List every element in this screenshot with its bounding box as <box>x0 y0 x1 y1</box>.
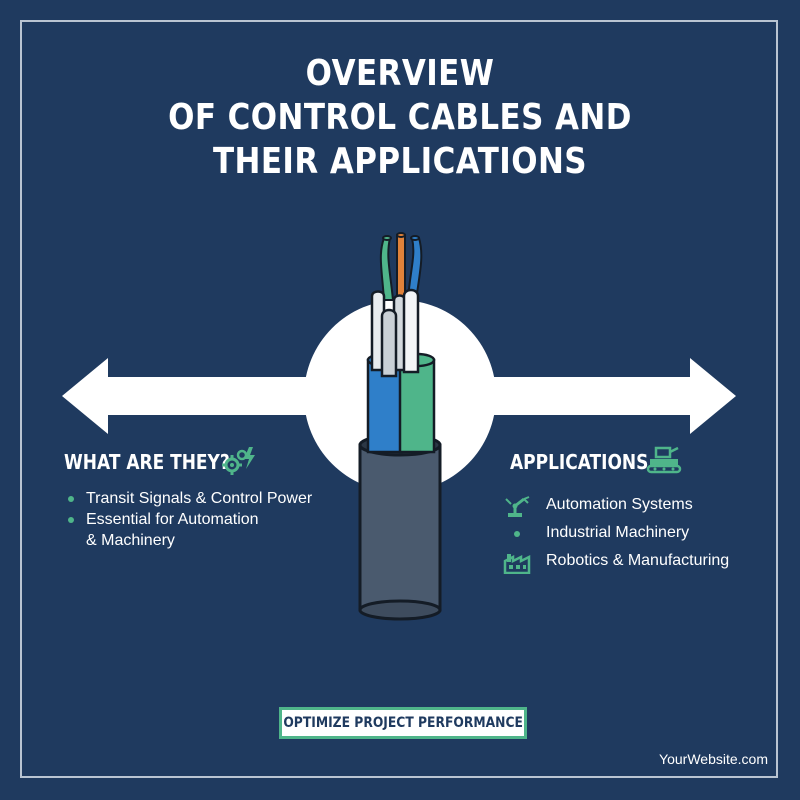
what-are-they-heading: WHAT ARE THEY? <box>64 450 230 474</box>
page-title: OVERVIEW OF CONTROL CABLES AND THEIR APP… <box>168 53 632 182</box>
definition-list: Transit Signals & Control Power Essentia… <box>68 488 312 551</box>
bullet-icon <box>68 496 74 502</box>
list-item: Transit Signals & Control Power <box>68 488 312 509</box>
conveyor-robot-icon <box>646 446 682 474</box>
list-item: Robotics & Manufacturing <box>500 550 729 578</box>
applications-heading: APPLICATIONS <box>510 450 649 474</box>
bullet-icon <box>68 517 74 523</box>
robot-arm-icon <box>505 496 530 517</box>
colored-wires <box>379 232 423 301</box>
bullet-icon <box>514 531 520 537</box>
list-item: Essential for Automation <box>68 509 312 530</box>
applications-list: Automation Systems Industrial Machinery … <box>500 494 729 578</box>
website-link[interactable]: YourWebsite.com <box>659 751 768 767</box>
left-arrow <box>62 358 325 434</box>
optimize-performance-button[interactable]: OPTIMIZE PROJECT PERFORMANCE <box>279 707 527 739</box>
gears-lightning-icon <box>222 447 255 475</box>
border-frame <box>20 20 778 778</box>
list-item: Industrial Machinery <box>500 522 729 550</box>
right-arrow <box>470 358 736 434</box>
white-conductors <box>370 288 420 378</box>
factory-icon <box>503 554 531 574</box>
cable-jacket <box>358 433 442 621</box>
list-item-continuation: & Machinery <box>86 532 175 549</box>
list-item: Automation Systems <box>500 494 729 522</box>
